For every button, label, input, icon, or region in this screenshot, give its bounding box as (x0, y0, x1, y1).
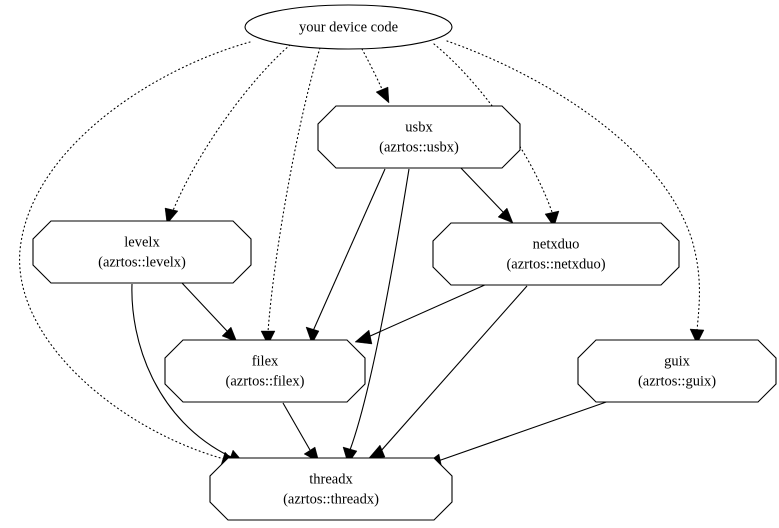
node-usbx-label-name: usbx (405, 119, 433, 135)
node-guix-shape[interactable] (577, 339, 777, 403)
node-guix[interactable]: guix (azrtos::guix) (577, 339, 777, 403)
edge-usbx-threadx (342, 168, 410, 465)
node-levelx-shape[interactable] (32, 220, 252, 284)
edge-guix-threadx (423, 399, 613, 469)
node-filex[interactable]: filex (azrtos::filex) (164, 339, 366, 403)
edge-usbx-filex (305, 168, 386, 345)
node-netxduo-label-name: netxduo (533, 236, 580, 252)
node-netxduo[interactable]: netxduo (azrtos::netxduo) (432, 222, 680, 286)
node-filex-label-package: (azrtos::filex) (226, 373, 305, 389)
edge-usbx-netxduo (458, 165, 514, 224)
node-guix-label-name: guix (664, 353, 691, 369)
node-device[interactable]: your device code (244, 4, 453, 50)
edge-levelx-filex (181, 282, 238, 343)
node-usbx-shape[interactable] (317, 105, 521, 169)
edge-device-guix (446, 40, 705, 345)
node-netxduo-shape[interactable] (432, 222, 680, 286)
node-usbx-label-package: (azrtos::usbx) (379, 139, 459, 155)
node-levelx-label-package: (azrtos::levelx) (98, 254, 186, 270)
node-device-label: your device code (299, 19, 398, 35)
node-usbx[interactable]: usbx (azrtos::usbx) (317, 105, 521, 169)
edge-device-usbx (361, 48, 390, 104)
node-levelx-label-name: levelx (124, 234, 160, 250)
node-threadx-shape[interactable] (209, 457, 453, 521)
node-layer: your device code usbx (azrtos::usbx) lev… (32, 4, 777, 521)
edge-netxduo-threadx (367, 285, 528, 460)
node-filex-label-name: filex (252, 353, 279, 369)
edge-layer (19, 40, 705, 469)
node-levelx[interactable]: levelx (azrtos::levelx) (32, 220, 252, 284)
edge-device-filex (260, 47, 321, 346)
node-guix-label-package: (azrtos::guix) (638, 373, 716, 389)
node-threadx-label-name: threadx (309, 471, 353, 487)
node-device-shape[interactable] (244, 4, 453, 50)
edge-device-levelx (164, 44, 291, 225)
edge-filex-threadx (282, 402, 320, 463)
node-netxduo-label-package: (azrtos::netxduo) (506, 256, 605, 272)
edge-netxduo-filex (354, 283, 488, 345)
node-threadx-label-package: (azrtos::threadx) (283, 491, 379, 507)
node-filex-shape[interactable] (164, 339, 366, 403)
node-threadx[interactable]: threadx (azrtos::threadx) (209, 457, 453, 521)
